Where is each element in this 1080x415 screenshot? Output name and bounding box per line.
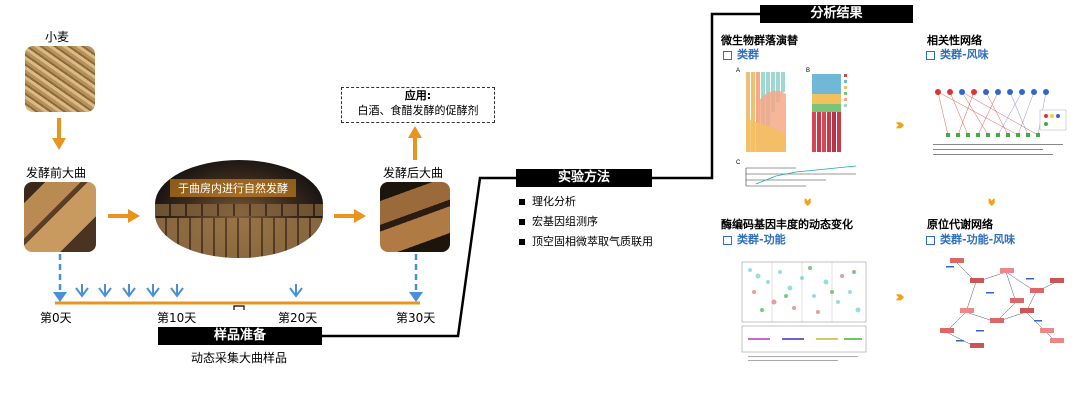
wheat-image: [25, 46, 95, 112]
timeline: [53, 254, 423, 310]
section-title: 酶编码基因丰度的动态变化: [721, 218, 853, 231]
section-title: 相关性网络: [927, 34, 982, 47]
section-subtitle: 类群-风味: [926, 46, 989, 62]
day-30-label: 第30天: [396, 311, 436, 325]
results-bar: 分析结果: [760, 5, 913, 23]
section-subtitle: 类群: [723, 46, 759, 62]
svg-text:A: A: [736, 68, 740, 74]
post-fermentation-label: 发酵后大曲: [383, 166, 444, 180]
svg-text:B: B: [806, 68, 810, 74]
down-chevrons-icon: ›››: [798, 197, 818, 202]
metabolic-network-figure: [926, 252, 1076, 360]
right-arrow-icon: [334, 209, 366, 223]
methods-list: 理化分析 宏基因组测序 顶空固相微萃取气质联用: [519, 192, 653, 252]
correlation-network-figure: [928, 80, 1070, 162]
wheat-label: 小麦: [45, 30, 70, 44]
pre-fermentation-label: 发酵前大曲: [26, 166, 87, 180]
right-arrow-icon: [108, 209, 140, 223]
section-title: 原位代谢网络: [927, 218, 993, 231]
methods-bar: 实验方法: [516, 169, 652, 187]
day-10-label: 第10天: [157, 311, 197, 325]
up-arrow-icon: [408, 126, 422, 160]
post-fermentation-image: [380, 182, 450, 252]
down-arrow-icon: [52, 118, 66, 150]
fermentation-room-image: [155, 160, 323, 258]
svg-text:C: C: [736, 160, 741, 166]
method-item: 理化分析: [519, 192, 653, 212]
day-0-label: 第0天: [40, 311, 72, 325]
right-chevrons-icon: ›››: [895, 115, 905, 134]
section-title: 微生物群落演替: [721, 34, 798, 47]
right-chevrons-icon: ›››: [895, 287, 905, 306]
day-20-label: 第20天: [278, 311, 318, 325]
application-text: 白酒、食醋发酵的促酵剂: [357, 104, 479, 117]
sample-prep-desc: 动态采集大曲样品: [191, 351, 288, 365]
gene-abundance-figure: [728, 252, 882, 368]
sample-prep-bar: 样品准备: [158, 327, 322, 345]
application-title: 应用:: [404, 89, 432, 102]
pre-fermentation-image: [24, 182, 96, 252]
section-subtitle: 类群-功能: [723, 231, 786, 247]
method-item: 顶空固相微萃取气质联用: [519, 232, 653, 252]
method-item: 宏基因组测序: [519, 212, 653, 232]
community-succession-figure: A B C: [736, 64, 866, 190]
section-subtitle: 类群-功能-风味: [926, 231, 1015, 247]
application-box: 应用: 白酒、食醋发酵的促酵剂: [341, 87, 495, 123]
down-chevrons-icon: ›››: [982, 197, 1002, 202]
fermentation-room-caption: 于曲房内进行自然发酵: [170, 179, 296, 197]
